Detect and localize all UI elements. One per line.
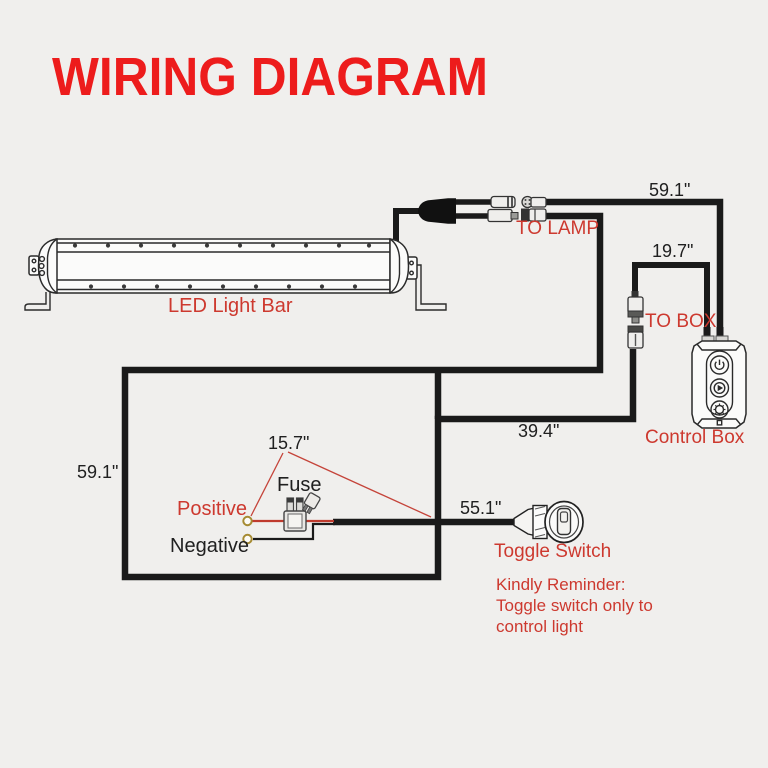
- box-connector: [627, 291, 644, 349]
- main-loop-wire: [121, 212, 637, 581]
- bar-bracket-right: [407, 264, 447, 311]
- fuse-assembly: [283, 492, 321, 532]
- led-light-bar: [24, 238, 447, 311]
- bar-screws: [72, 243, 372, 289]
- lamp-lead-upper-b: [546, 198, 724, 336]
- bar-wire: [393, 208, 424, 241]
- led-bar-label: LED Light Bar: [168, 295, 293, 317]
- control-box-port: [716, 419, 723, 426]
- measurement-lamp-lead: 59.1": [649, 180, 691, 200]
- measurement-box-lead: 19.7": [652, 241, 694, 261]
- negative-wire: [253, 522, 335, 541]
- to-box-label: TO BOX: [645, 311, 717, 332]
- positive-label: Positive: [177, 498, 248, 520]
- lamp-connector-female-lower: [521, 208, 529, 222]
- play-icon: [709, 378, 730, 398]
- fuse: [301, 492, 321, 515]
- lamp-connector-male-lower: [487, 208, 513, 223]
- reminder-line-2: Toggle switch only to: [496, 596, 653, 615]
- pointer-lines: [250, 451, 432, 518]
- negative-terminal: [242, 533, 253, 545]
- positive-terminal: [242, 515, 253, 527]
- measurement-extension: 39.4": [518, 421, 560, 441]
- to-lamp-label: TO LAMP: [516, 218, 600, 239]
- reminder-line-1: Kindly Reminder:: [496, 575, 626, 594]
- negative-label: Negative: [170, 535, 249, 557]
- measurement-switch-lead: 55.1": [460, 498, 502, 518]
- bar-bracket-left: [24, 292, 51, 311]
- battery-pigtails: [242, 515, 335, 545]
- box-connector-female: [627, 325, 644, 333]
- bar-body: [55, 250, 391, 282]
- power-icon: [709, 355, 730, 375]
- kindly-reminder-note: Kindly Reminder: Toggle switch only to c…: [496, 574, 653, 637]
- measurement-main-loop: 59.1": [77, 462, 119, 482]
- box-pigtail-wire: [632, 262, 710, 338]
- control-box: [691, 327, 747, 429]
- wire-splitter: [418, 198, 456, 224]
- lamp-connectors: [487, 195, 547, 223]
- strobe-icon: [710, 400, 729, 419]
- page-title: WIRING DIAGRAM: [52, 47, 489, 107]
- toggle-switch: [513, 500, 584, 544]
- harness-wires: [121, 198, 724, 581]
- fuse-label: Fuse: [277, 474, 322, 496]
- reminder-line-3: control light: [496, 617, 583, 636]
- measurement-battery-leads: 15.7": [268, 433, 310, 453]
- toggle-switch-label: Toggle Switch: [494, 541, 612, 562]
- control-box-label: Control Box: [645, 427, 745, 448]
